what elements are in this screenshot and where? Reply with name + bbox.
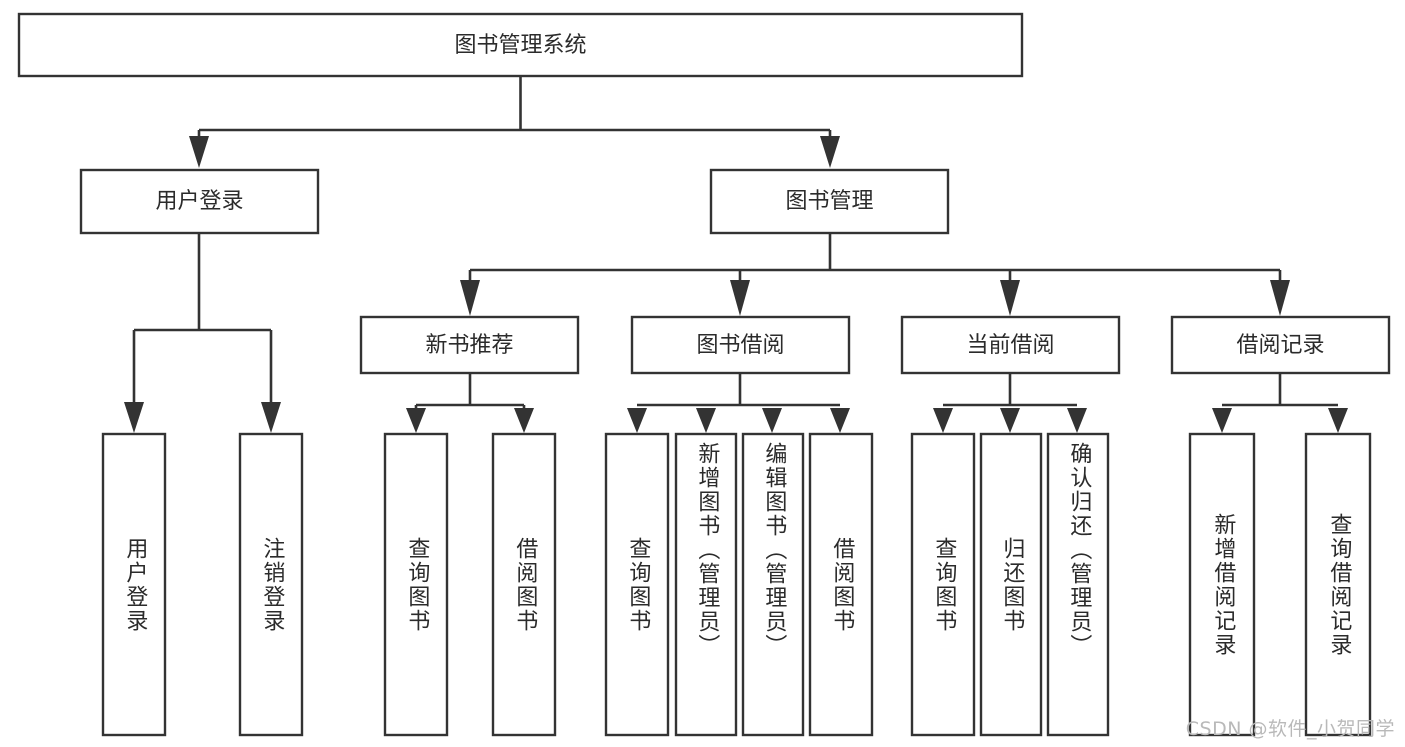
arrow-br-leaf-2	[1328, 408, 1348, 433]
node-borrow-records-label: 借阅记录	[1236, 333, 1324, 358]
arrow-leaf-user-login	[124, 402, 144, 433]
node-leaf-confirm-return-admin[interactable]	[1046, 432, 1110, 737]
arrow-br-leaf-1	[1212, 408, 1232, 433]
arrow-bb-leaf-1	[627, 408, 647, 433]
arrow-bb-leaf-4	[830, 408, 850, 433]
node-current-borrow[interactable]	[900, 315, 1121, 375]
node-new-book-recommend[interactable]	[359, 315, 580, 375]
node-new-book-recommend-label: 新书推荐	[425, 333, 513, 358]
node-root-book-management-system[interactable]	[17, 12, 1024, 78]
arrow-leaf-logout	[261, 402, 281, 433]
arrow-cb-leaf-1	[933, 408, 953, 433]
arrow-book-manage	[820, 136, 840, 168]
node-leaf-query-book-2[interactable]	[604, 432, 670, 737]
arrow-cb-leaf-2	[1000, 408, 1020, 433]
node-book-management-label: 图书管理	[785, 189, 873, 214]
arrow-borrow-records	[1270, 280, 1290, 316]
node-leaf-borrow-book-1[interactable]	[491, 432, 557, 737]
node-root-label: 图书管理系统	[454, 33, 586, 58]
arrow-current-borrow	[1000, 280, 1020, 316]
connector-group-root-to-level2	[189, 77, 840, 168]
node-book-borrow-label: 图书借阅	[696, 333, 784, 358]
arrow-cb-leaf-3	[1067, 408, 1087, 433]
node-borrow-records[interactable]	[1170, 315, 1391, 375]
node-leaf-add-borrow-record[interactable]	[1188, 432, 1256, 737]
arrow-book-borrow	[730, 280, 750, 316]
node-leaf-logout[interactable]	[238, 432, 304, 737]
node-leaf-user-login[interactable]	[101, 432, 167, 737]
connector-group-new-book-to-leaves	[406, 374, 534, 433]
node-leaf-borrow-book-2[interactable]	[808, 432, 874, 737]
node-user-login-label: 用户登录	[155, 189, 243, 214]
arrow-nb-leaf-1	[406, 408, 426, 433]
arrow-new-book	[460, 280, 480, 316]
node-leaf-add-book-admin[interactable]	[674, 432, 738, 737]
arrow-bb-leaf-2	[696, 408, 716, 433]
node-book-management[interactable]	[709, 168, 950, 235]
node-current-borrow-label: 当前借阅	[966, 333, 1054, 358]
connector-group-borrow-records-to-leaves	[1212, 374, 1348, 433]
node-leaf-query-book-1[interactable]	[383, 432, 449, 737]
node-book-borrow[interactable]	[630, 315, 851, 375]
node-leaf-query-book-3[interactable]	[910, 432, 976, 737]
arrow-bb-leaf-3	[762, 408, 782, 433]
arrow-nb-leaf-2	[514, 408, 534, 433]
node-user-login[interactable]	[79, 168, 320, 235]
node-leaf-return-book[interactable]	[979, 432, 1043, 737]
arrow-user-login	[189, 136, 209, 168]
connector-group-user-login-to-leaves	[124, 234, 281, 433]
connector-group-book-manage-to-level3	[460, 234, 1290, 316]
csdn-watermark: CSDN @软件_小贺同学	[1185, 718, 1395, 740]
connector-group-current-borrow-to-leaves	[933, 374, 1087, 433]
node-leaf-query-borrow-record[interactable]	[1304, 432, 1372, 737]
connector-group-book-borrow-to-leaves	[627, 374, 850, 433]
node-leaf-edit-book-admin[interactable]	[741, 432, 805, 737]
